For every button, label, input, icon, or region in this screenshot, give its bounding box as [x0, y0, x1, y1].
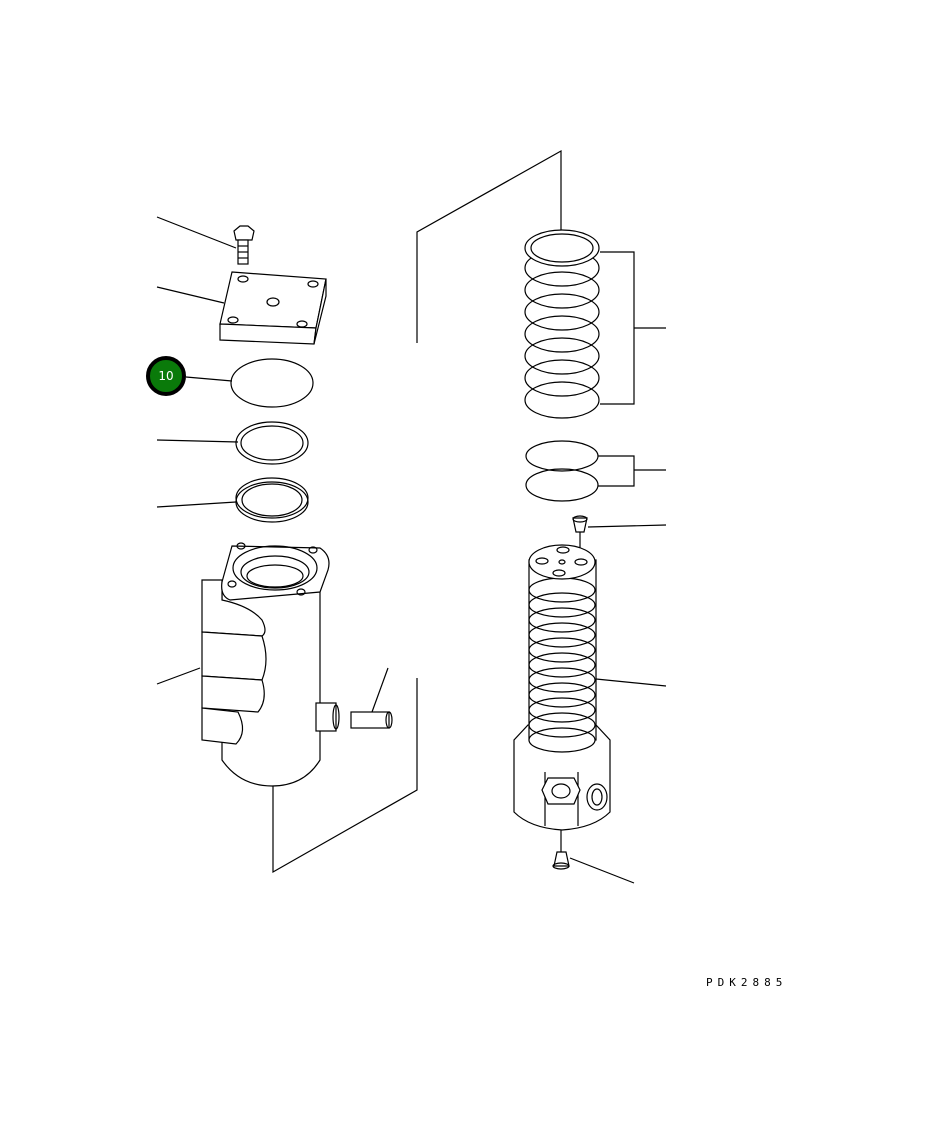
seal-rings-set-part [524, 229, 600, 419]
plug-bottom-part [552, 851, 570, 870]
o-ring-part [230, 358, 314, 408]
bolt-part [233, 225, 255, 265]
seal-ring-part [235, 477, 309, 523]
swivel-body-part [201, 542, 340, 787]
callout-badge[interactable]: 10 [146, 356, 186, 396]
ring-pair-part [525, 440, 599, 502]
drawing-code: PDK2885 [706, 976, 788, 989]
plug-small-part [572, 515, 588, 533]
pin-part [350, 711, 393, 729]
snap-ring-part [235, 421, 309, 465]
cover-plate-part [219, 271, 327, 345]
leader-lines [156, 149, 667, 884]
swivel-shaft-part [513, 544, 611, 831]
